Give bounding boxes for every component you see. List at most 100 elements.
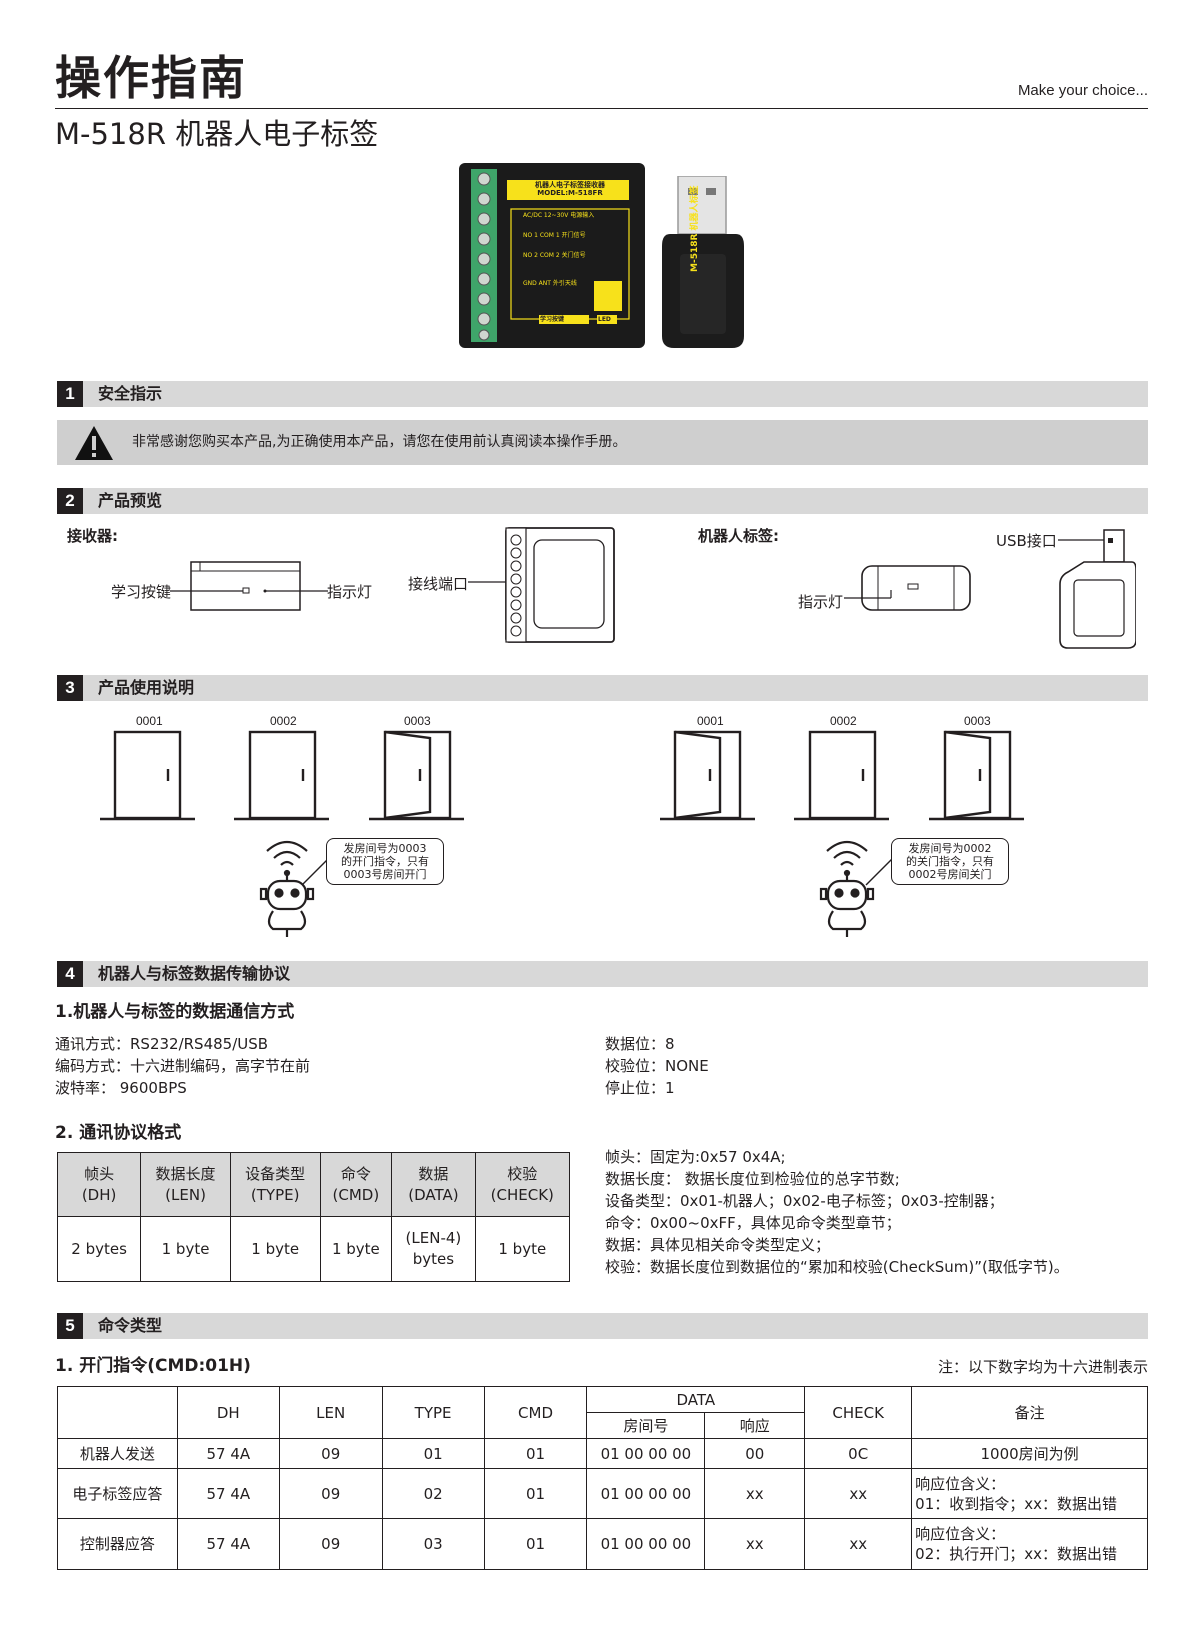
table-cell: 电子标签应答 [57, 1468, 178, 1519]
learn-button-label: 学习按键 [540, 316, 565, 323]
table-cell: xx [704, 1468, 806, 1519]
table-cell: 2 bytes [56, 1216, 142, 1282]
speech-tail [301, 858, 329, 886]
usb-tag-label: M-518R 机器人标签 [690, 185, 700, 272]
tag-indicator-callout: 指示灯 [798, 593, 844, 611]
table-header-cell: TYPE [381, 1386, 485, 1439]
table-cell: 01 [483, 1438, 588, 1469]
table-row: 电子标签应答 57 4A 09 02 01 01 00 00 00 xx xx … [57, 1468, 1148, 1519]
section-4-header: 4 机器人与标签数据传输协议 [57, 961, 1148, 987]
door-number: 0003 [964, 714, 991, 728]
table-header-cell: 设备类型(TYPE) [229, 1152, 321, 1217]
protocol-heading-1: 1.机器人与标签的数据通信方式 [55, 1002, 295, 1022]
table-cell: 09 [278, 1518, 383, 1570]
table-cell: 响应位含义：01：收到指令；xx：数据出错 [911, 1468, 1148, 1519]
table-cell: 1 byte [140, 1216, 231, 1282]
usb-tag-photo [660, 175, 746, 350]
door-number: 0003 [404, 714, 431, 728]
table-cell: 控制器应答 [57, 1518, 178, 1570]
table-header-cell: 数据长度(LEN) [140, 1152, 231, 1217]
table-cell: 1 byte [474, 1216, 571, 1282]
section-number: 4 [57, 961, 83, 987]
section-title: 命令类型 [98, 1316, 163, 1335]
speech-bubble-close: 发房间号为0002 的关门指令，只有 0002号房间关门 [891, 838, 1009, 885]
table-cell: 01 00 00 00 [586, 1438, 706, 1469]
table-header-cell: CMD [483, 1386, 588, 1439]
section-title: 机器人与标签数据传输协议 [98, 964, 291, 983]
robot-tag-usb-drawing [1058, 529, 1136, 649]
table-header-cell: CHECK [804, 1386, 913, 1439]
table-header-cell: 数据(DATA) [391, 1152, 476, 1217]
table-cell: (LEN-4)bytes [391, 1216, 476, 1282]
section-title: 产品预览 [98, 491, 163, 510]
terminal-legend: AC/DC 12~30V 电源输入 NO 1 COM 1 开门信号 NO 2 C… [523, 212, 595, 287]
door-number: 0001 [136, 714, 163, 728]
table-cell: 01 00 00 00 [586, 1518, 706, 1570]
table-header-cell: LEN [278, 1386, 383, 1439]
table-row: 机器人发送 57 4A 09 01 01 01 00 00 00 00 0C 1… [57, 1438, 1148, 1469]
protocol-heading-2: 2. 通讯协议格式 [55, 1123, 182, 1143]
table-header-cell: DH [176, 1386, 280, 1439]
table-cell: 0C [804, 1438, 913, 1469]
table-cell: xx [804, 1468, 913, 1519]
section-number: 3 [57, 675, 83, 701]
receiver-label-text: 机器人电子标签接收器 MODEL:M-518FR [535, 181, 605, 197]
comm-params-left: 通讯方式：RS232/RS485/USB 编码方式：十六进制编码，高字节在前 波… [55, 1035, 311, 1097]
table-cell: 09 [278, 1468, 383, 1519]
table-row: 控制器应答 57 4A 09 03 01 01 00 00 00 xx xx 响… [57, 1518, 1148, 1570]
table-header-cell: 备注 [911, 1386, 1148, 1439]
table-header-cell: 响应 [704, 1412, 806, 1439]
protocol-field-notes: 帧头：固定为:0x57 0x4A; 数据长度： 数据长度位到检验位的总字节数; … [605, 1148, 1069, 1276]
door-number: 0002 [270, 714, 297, 728]
table-header-cell: 帧头(DH) [56, 1152, 142, 1217]
receiver-side-drawing [170, 561, 328, 611]
table-cell: xx [804, 1518, 913, 1570]
table-cell: 03 [381, 1518, 485, 1570]
section-number: 1 [57, 381, 83, 407]
command-table: DH LEN TYPE CMD DATA CHECK 备注 房间号 响应 机器人… [57, 1386, 1148, 1570]
table-header-cell: 房间号 [586, 1412, 706, 1439]
product-subtitle: M-518R 机器人电子标签 [55, 117, 379, 151]
robot-tag-title: 机器人标签: [698, 527, 779, 545]
table-cell: 机器人发送 [57, 1438, 178, 1469]
table-cell: 57 4A [176, 1468, 280, 1519]
table-cell: 09 [278, 1438, 383, 1469]
table-header-row: DH LEN TYPE CMD DATA CHECK 备注 [57, 1386, 1148, 1439]
section-5-header: 5 命令类型 [57, 1313, 1148, 1339]
safety-text: 非常感谢您购买本产品,为正确使用本产品，请您在使用前认真阅读本操作手册。 [132, 434, 627, 450]
table-cell: 01 00 00 00 [586, 1468, 706, 1519]
table-cell: 01 [381, 1438, 485, 1469]
table-header-cell: DATA [586, 1386, 806, 1413]
section-title: 产品使用说明 [98, 678, 195, 697]
table-cell: 02 [381, 1468, 485, 1519]
page-title: 操作指南 [55, 51, 247, 105]
section-number: 2 [57, 488, 83, 514]
table-cell: 57 4A [176, 1438, 280, 1469]
table-cell: xx [704, 1518, 806, 1570]
warning-icon [75, 426, 113, 460]
section-number: 5 [57, 1313, 83, 1339]
table-header-cell: 校验(CHECK) [474, 1152, 571, 1217]
indicator-callout: 指示灯 [327, 583, 373, 601]
receiver-top-drawing [468, 527, 615, 643]
section-title: 安全指示 [98, 384, 163, 403]
usb-port-callout: USB接口 [996, 532, 1057, 550]
table-cell: 01 [483, 1518, 588, 1570]
section-1-header: 1 安全指示 [57, 381, 1148, 407]
table-header-cell: 命令(CMD) [319, 1152, 393, 1217]
safety-notice: 非常感谢您购买本产品,为正确使用本产品，请您在使用前认真阅读本操作手册。 [57, 420, 1148, 465]
robot-tag-side-drawing [844, 565, 971, 611]
protocol-format-table: 帧头(DH) 数据长度(LEN) 设备类型(TYPE) 命令(CMD) 数据(D… [56, 1152, 571, 1282]
speech-tail [865, 858, 893, 886]
robot-icon [819, 840, 875, 937]
section-3-header: 3 产品使用说明 [57, 675, 1148, 701]
table-header-row: 帧头(DH) 数据长度(LEN) 设备类型(TYPE) 命令(CMD) 数据(D… [56, 1152, 571, 1217]
section-2-header: 2 产品预览 [57, 488, 1148, 514]
title-divider [55, 108, 1148, 109]
receiver-photo [459, 163, 647, 348]
speech-bubble-open: 发房间号为0003 的开门指令，只有 0003号房间开门 [326, 838, 444, 885]
receiver-title: 接收器: [67, 527, 118, 545]
table-cell: 01 [483, 1468, 588, 1519]
terminal-port-callout: 接线端口 [408, 575, 469, 593]
door-number: 0001 [697, 714, 724, 728]
